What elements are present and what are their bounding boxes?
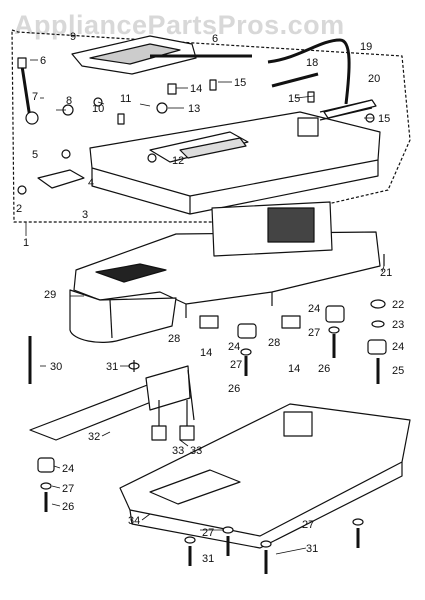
callout-31: 31 [106,361,118,373]
callout-33-b: 33 [190,445,202,457]
callout-27-b: 27 [230,359,242,371]
callout-labels: 1 2 3 4 5 6 7 8 9 10 11 12 13 14 15 18 1… [16,31,404,565]
callout-31-c: 31 [306,543,318,555]
callout-7: 7 [32,91,38,103]
callout-9: 9 [70,31,76,43]
callout-4: 4 [88,177,94,189]
callout-27-d: 27 [202,527,214,539]
callout-15-b: 15 [288,93,300,105]
callout-6-b: 6 [212,33,218,45]
parts-33 [151,400,195,441]
callout-28-b: 28 [268,337,280,349]
callout-19: 19 [360,41,372,53]
callout-14-b: 14 [200,347,212,359]
clip-part-4 [37,169,85,189]
callout-25: 25 [392,365,404,377]
bar-part-20 [323,99,377,119]
callout-29: 29 [44,289,56,301]
callout-33: 33 [172,445,184,457]
callout-26: 26 [318,363,330,375]
callout-11: 11 [120,93,131,105]
callout-5: 5 [32,149,38,161]
callout-24-c: 24 [308,303,320,315]
upper-tray [89,99,381,215]
callout-15-c: 15 [378,113,390,125]
callout-14-c: 14 [288,363,300,375]
leader-lines [25,39,385,555]
tub-part-29 [69,289,177,343]
callout-12: 12 [172,155,184,167]
callout-8: 8 [66,95,72,107]
callout-20: 20 [368,73,380,85]
main-housing [73,201,381,318]
callout-24-d: 24 [62,463,74,475]
base-part-34 [119,403,411,549]
callout-22: 22 [392,299,404,311]
callout-13: 13 [188,103,200,115]
arm-part-32 [29,365,195,441]
callout-28: 28 [168,333,180,345]
callout-3: 3 [82,209,88,221]
callout-10: 10 [92,103,104,115]
callout-2: 2 [16,203,22,215]
callout-21: 21 [380,267,392,279]
pin-part-18 [271,72,319,88]
callout-6: 6 [40,55,46,67]
lower-left-fasteners [37,457,55,512]
upper-assembly-inset [11,29,411,223]
right-fasteners [367,254,387,384]
callout-27-e: 27 [302,519,314,531]
callout-26-b: 26 [228,383,240,395]
callout-26-c: 26 [62,501,74,513]
upper-fasteners [17,79,375,195]
callout-14: 14 [190,83,202,95]
lid-part-9 [71,35,197,75]
callout-32: 32 [88,431,100,443]
callout-23: 23 [392,319,404,331]
callout-34: 34 [128,515,140,527]
callout-1: 1 [23,237,29,249]
middle-small-parts [28,305,345,384]
bottom-fasteners [184,518,364,574]
callout-31-b: 31 [202,553,214,565]
callout-24: 24 [392,341,404,353]
callout-18: 18 [306,57,318,69]
callout-27-c: 27 [62,483,74,495]
callout-15: 15 [234,77,246,89]
callout-24-b: 24 [228,341,240,353]
callout-30: 30 [50,361,62,373]
callout-27: 27 [308,327,320,339]
bracket-part-7 [17,57,39,125]
